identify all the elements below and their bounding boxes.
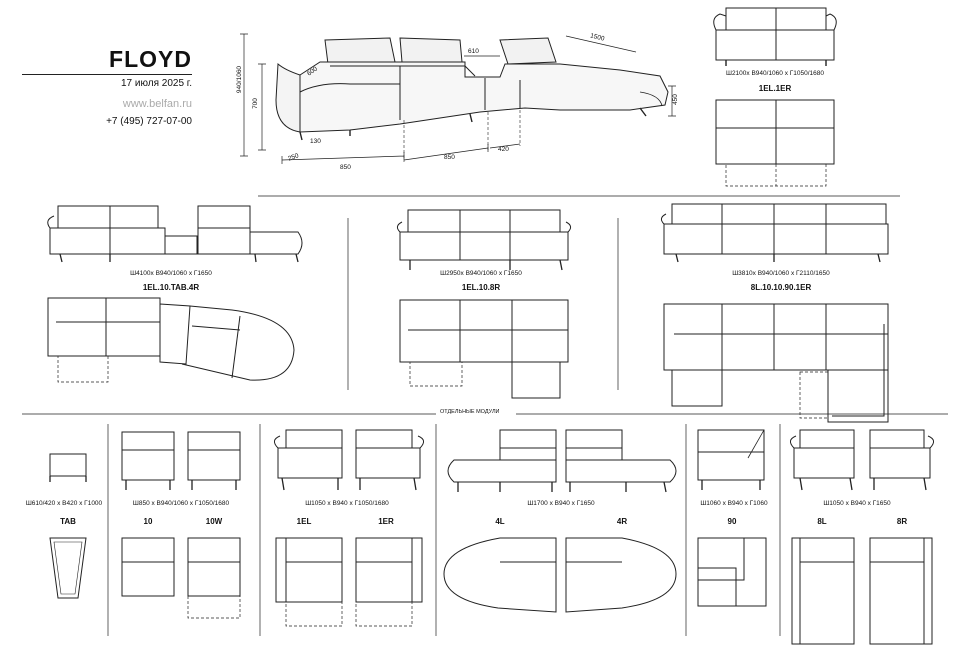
hero-dim-seat-height: 700	[251, 98, 259, 109]
module-dims: Ш610/420 х В420 х Г1000	[25, 500, 103, 507]
config-1el-10-8r-plan	[399, 299, 569, 399]
product-title: FLOYD	[109, 46, 192, 72]
module-4l-4r	[443, 429, 677, 613]
date-text: 17 июля 2025 г.	[120, 78, 192, 89]
config-1el-10-tab-4r-front	[47, 205, 303, 263]
module-tab	[49, 453, 87, 599]
module-10-10w	[121, 431, 241, 619]
module-code: 90	[727, 517, 737, 526]
hero-dim-130: 130	[310, 138, 321, 145]
hero-dim-tab: 610	[468, 48, 479, 55]
module-dims: Ш1060 х В940 х Г1060	[700, 500, 768, 507]
config-dims: Ш2100х В940/1060 х Г1050/1680	[725, 70, 825, 77]
config-dims: Ш2950х В940/1060 х Г1650	[440, 270, 522, 277]
module-dims: Ш850 х В940/1060 х Г1050/1680	[132, 500, 230, 507]
hero-dim-420: 420	[498, 146, 509, 153]
config-code: 8L.10.10.90.1ER	[750, 283, 812, 292]
config-8l-10-10-90-1er-front	[660, 203, 889, 263]
phone-text: +7 (495) 727-07-00	[106, 116, 192, 127]
hero-dim-850-a: 850	[340, 164, 351, 171]
config-1el-1er-front	[713, 7, 837, 66]
config-1el-1er-plan	[715, 99, 835, 187]
module-code: 8L	[817, 517, 827, 526]
module-code: 10W	[205, 517, 223, 526]
config-1el-10-tab-4r-plan	[47, 297, 295, 383]
hero-sofa-illustration	[240, 33, 676, 164]
config-1el-10-8r-front	[396, 209, 572, 271]
separate-modules-label: ОТДЕЛЬНЫЕ МОДУЛИ	[440, 409, 500, 415]
module-dims: Ш1700 х В940 х Г1650	[527, 500, 595, 507]
module-8l-8r	[790, 429, 934, 645]
module-code: 8R	[896, 517, 908, 526]
module-code: 10	[143, 517, 153, 526]
config-8l-10-10-90-1er-plan	[663, 303, 889, 423]
module-code: 1EL	[296, 517, 312, 526]
config-code: 1EL.10.TAB.4R	[142, 283, 200, 292]
module-dims: Ш1050 х В940 х Г1050/1680	[305, 500, 389, 507]
hero-dim-850-b: 850	[444, 154, 455, 161]
config-dims: Ш3810х В940/1060 х Г2110/1650	[732, 270, 830, 277]
hero-dim-chaise-height: 450	[671, 94, 679, 105]
config-dims: Ш4100х В940/1060 х Г1650	[130, 270, 212, 277]
website-link[interactable]: www.belfan.ru	[122, 98, 192, 110]
config-code: 1EL.1ER	[758, 84, 792, 93]
module-code: 4L	[495, 517, 505, 526]
module-code: 4R	[616, 517, 628, 526]
module-dims: Ш1050 х В940 х Г1650	[823, 500, 891, 507]
title-underline	[22, 74, 192, 75]
module-90	[697, 429, 767, 607]
hero-dim-height: 940/1060	[236, 65, 244, 94]
module-code: TAB	[60, 517, 76, 526]
module-code: 1ER	[378, 517, 394, 526]
module-1el-1er	[274, 429, 424, 627]
config-code: 1EL.10.8R	[461, 283, 501, 292]
